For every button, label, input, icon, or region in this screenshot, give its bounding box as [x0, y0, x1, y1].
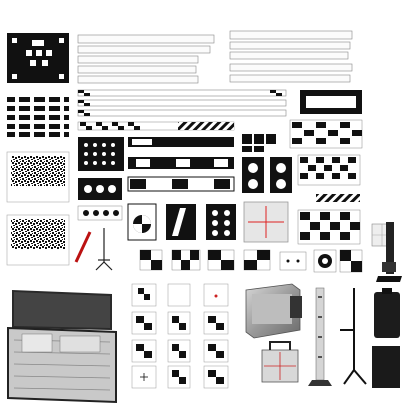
measuring-pole [308, 287, 332, 386]
column-stand-right [376, 222, 402, 282]
checker-bars-row [77, 89, 287, 117]
checker-grid-right [297, 209, 361, 245]
long-bar-panels [127, 137, 235, 192]
checker-squares-row [139, 249, 363, 273]
bar-targets-upper [77, 30, 353, 84]
checker-panel-right [289, 119, 363, 149]
checker-card-grid [131, 283, 229, 389]
tripod-stand-large [340, 288, 367, 385]
dot-grid-target [78, 137, 124, 171]
checker-strip [77, 121, 235, 131]
laser-device-case [245, 283, 302, 383]
diagonal-stripe-panel [166, 204, 196, 240]
noise-target-1 [6, 151, 70, 203]
reflector-plate [243, 201, 289, 243]
circle-targets [242, 157, 292, 193]
aluminium-carry-case [7, 290, 117, 404]
frame-target-right [300, 90, 362, 114]
tripod-stand-small [74, 228, 113, 271]
four-dot-target-1 [78, 178, 122, 200]
six-dot-panel [206, 204, 236, 240]
noise-target-2 [6, 214, 70, 266]
checker-rows-mid-right [297, 154, 361, 202]
black-padded-bag [372, 288, 400, 388]
target-board-top-left [7, 33, 69, 83]
cross-tiles [242, 134, 276, 152]
striped-target-left [7, 97, 69, 137]
four-dot-target-2 [77, 205, 123, 221]
roundel-target [127, 203, 157, 241]
